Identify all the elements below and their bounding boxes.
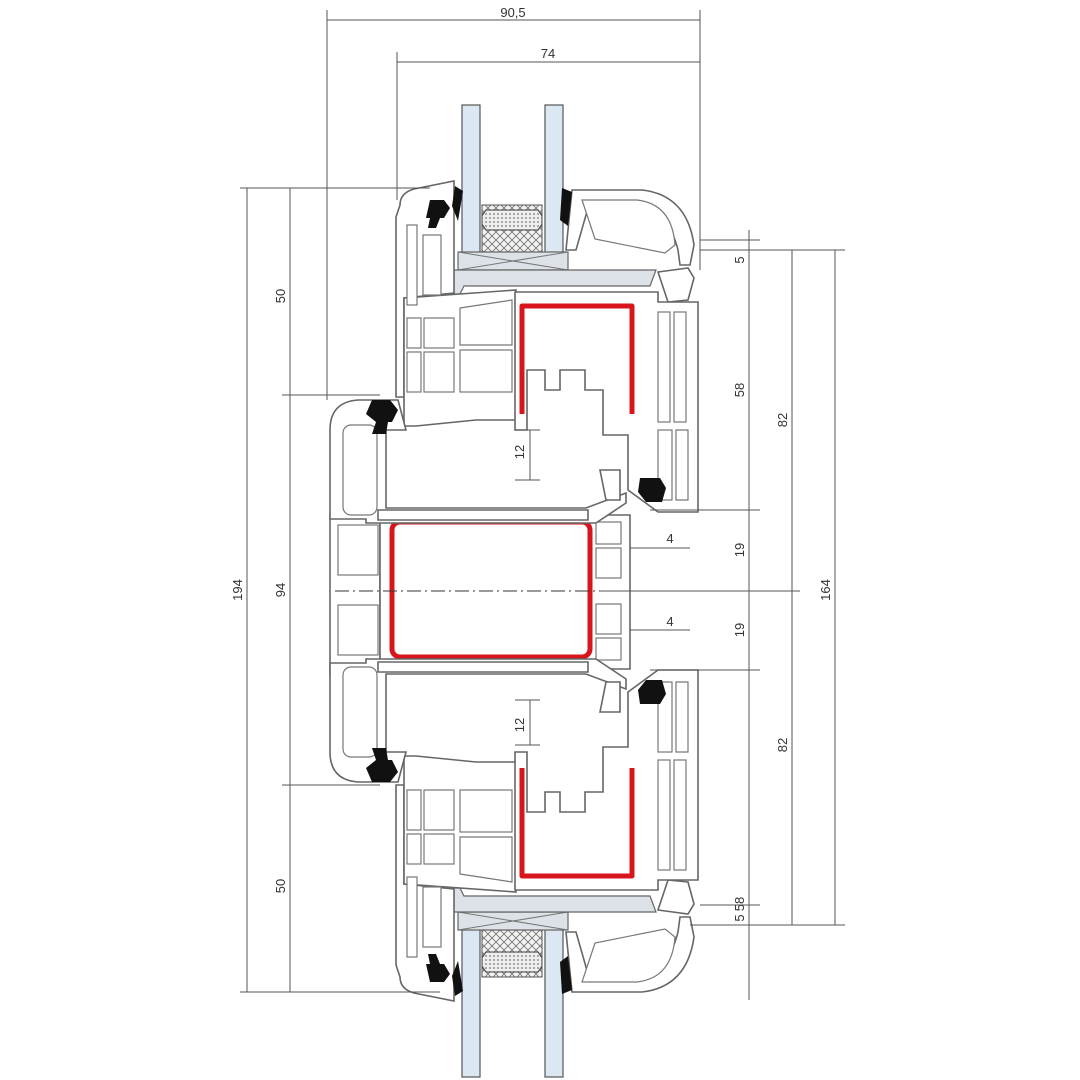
- dim-right-top-82: 82: [775, 413, 790, 427]
- dim-frame-depth: 74: [541, 46, 555, 61]
- dim-right-bottom-58: 58: [732, 897, 747, 911]
- dim-left-bottom: 50: [273, 879, 288, 893]
- dim-rebate-12-top: 12: [512, 445, 527, 459]
- dim-right-top-gap: 5: [732, 256, 747, 263]
- dim-right-bottom-gap: 5: [732, 914, 747, 921]
- dim-overall-depth: 90,5: [500, 5, 525, 20]
- dim-164: 164: [818, 579, 833, 601]
- dim-left-middle: 94: [273, 583, 288, 597]
- dim-gap-4-top: 4: [666, 531, 673, 546]
- dim-rebate-12-bottom: 12: [512, 718, 527, 732]
- dim-total-height: 194: [230, 579, 245, 601]
- top-sash: [330, 105, 698, 523]
- dim-gap-4-bottom: 4: [666, 614, 673, 629]
- dim-left-top: 50: [273, 289, 288, 303]
- dimension-lines: [240, 10, 845, 1000]
- dim-right-bottom-82: 82: [775, 738, 790, 752]
- dim-right-top-sash: 58: [732, 383, 747, 397]
- dim-19-top: 19: [732, 543, 747, 557]
- dim-19-bottom: 19: [732, 623, 747, 637]
